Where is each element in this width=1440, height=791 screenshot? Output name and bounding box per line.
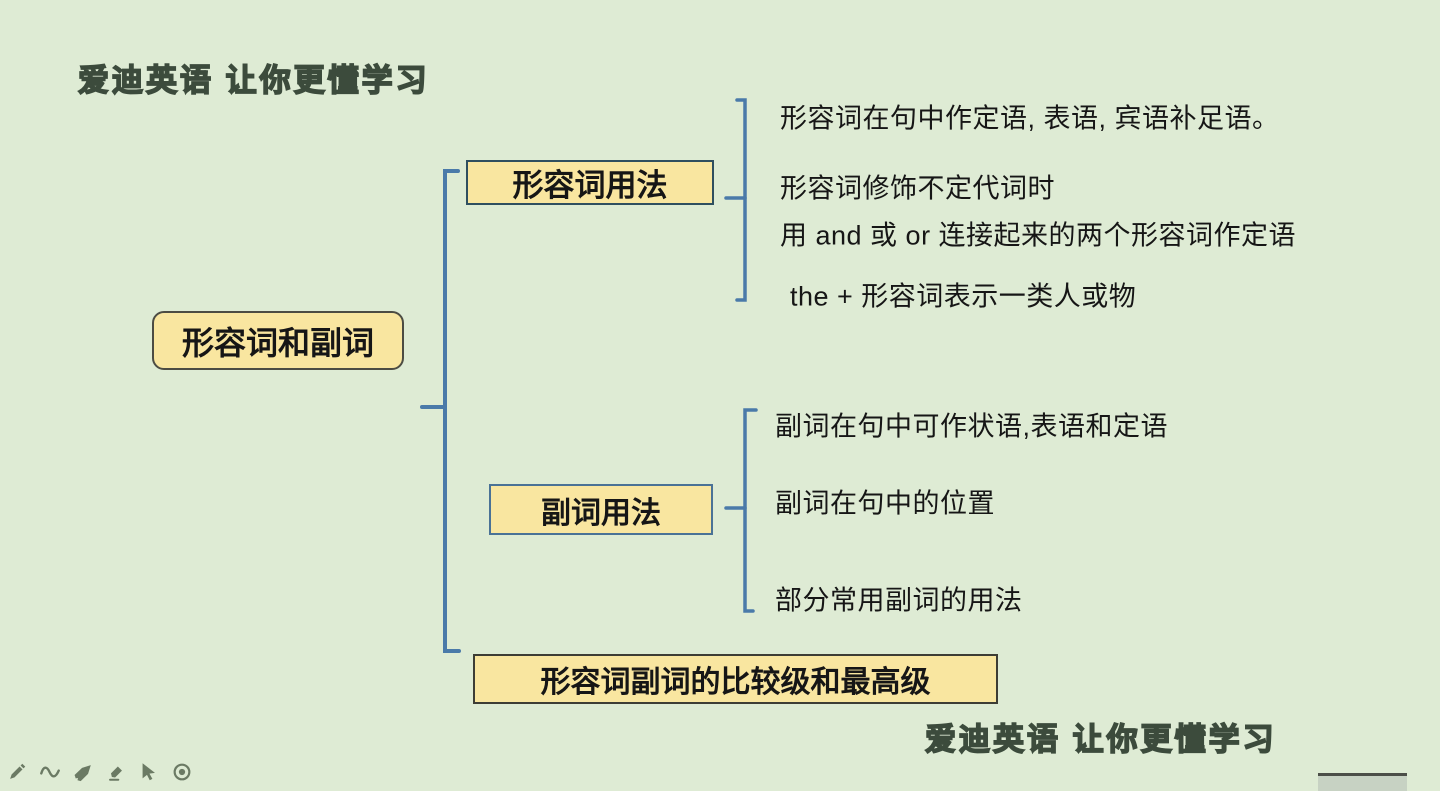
leaf-item[interactable]: 形容词在句中作定语, 表语, 宾语补足语。	[780, 103, 1280, 134]
branch-node-adverb-usage[interactable]: 副词用法	[489, 484, 713, 535]
corner-window-edge[interactable]	[1318, 773, 1407, 791]
annotation-toolbar	[6, 760, 193, 784]
eraser-tool-icon[interactable]	[105, 761, 127, 783]
leaf-item[interactable]: 用 and 或 or 连接起来的两个形容词作定语	[780, 220, 1297, 251]
leaf-item[interactable]: the + 形容词表示一类人或物	[790, 281, 1137, 312]
leaf-item[interactable]: 形容词修饰不定代词时	[780, 173, 1055, 204]
leaf-item[interactable]: 副词在句中的位置	[775, 488, 995, 519]
marker-tool-icon[interactable]	[72, 761, 94, 783]
branch2-bracket	[743, 408, 758, 613]
root-bracket	[443, 169, 461, 653]
watermark-top: 爱迪英语 让你更懂学习	[77, 62, 430, 99]
watermark-bottom: 爱迪英语 让你更懂学习	[924, 721, 1277, 758]
leaf-item[interactable]: 部分常用副词的用法	[775, 585, 1023, 616]
leaf-item[interactable]: 副词在句中可作状语,表语和定语	[775, 411, 1169, 442]
curve-tool-icon[interactable]	[39, 761, 61, 783]
root-node[interactable]: 形容词和副词	[152, 311, 404, 370]
branch-node-comparative-superlative[interactable]: 形容词副词的比较级和最高级	[473, 654, 998, 704]
cursor-tool-icon[interactable]	[138, 761, 160, 783]
laser-pointer-icon[interactable]	[171, 761, 193, 783]
pen-tool-icon[interactable]	[6, 761, 28, 783]
branch-node-adjective-usage[interactable]: 形容词用法	[466, 160, 714, 205]
branch1-bracket	[735, 98, 747, 302]
